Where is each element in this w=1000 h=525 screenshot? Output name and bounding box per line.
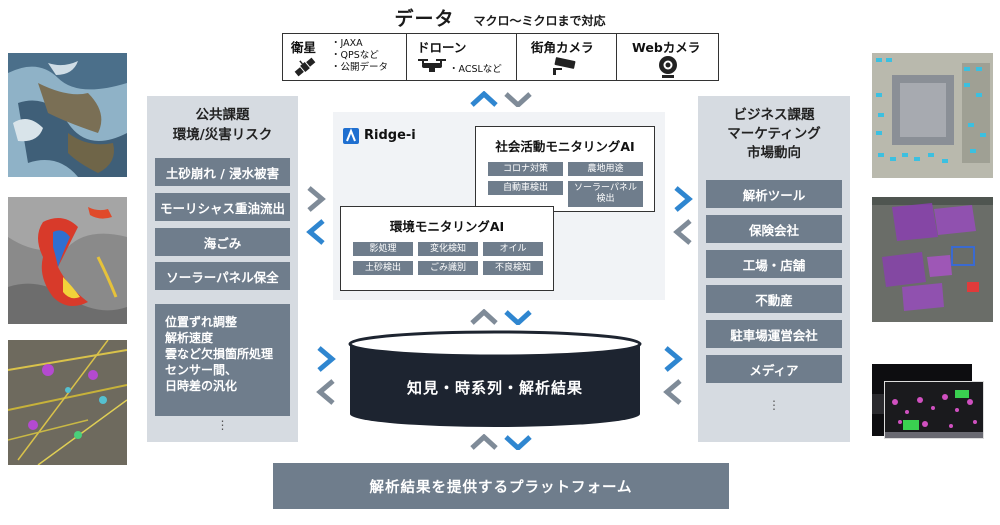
left-panel-title-2: 環境/災害リスク (172, 127, 273, 143)
source-drone-note-1: ・ACSLなど (449, 64, 502, 75)
arrow-right-icon (664, 346, 683, 372)
left-challenges-box: 位置ずれ調整 解析速度 雲など欠損箇所処理 センサー間、 日時差の汎化 (155, 304, 290, 416)
left-challenge-2: 解析速度 (165, 331, 214, 345)
top-exchange-arrows (470, 91, 532, 107)
security-camera-icon (553, 57, 576, 75)
arrow-right-icon (317, 346, 336, 372)
source-satellite-note-1: ・JAXA (331, 38, 363, 49)
left-panel-public-issues: 公共課題 環境/災害リスク 土砂崩れ / 浸水被害 モーリシャス重油流出 海ごみ… (147, 96, 298, 442)
right-panel-business-issues: ビジネス課題 マーケティング 市場動向 解析ツール 保険会社 工場・店舗 不動産… (698, 96, 850, 442)
right-item-insurance: 保険会社 (706, 215, 842, 243)
knowledge-database-icon (348, 330, 642, 427)
source-satellite-note-2: ・QPSなど (331, 50, 379, 61)
bottom-exchange-arrows (470, 434, 532, 450)
right-item-media: メディア (706, 355, 842, 383)
social-ai-title: 社会活動モニタリングAI (495, 139, 635, 154)
left-item-solar-panel: ソーラーパネル保全 (155, 262, 290, 290)
arrow-right-icon (674, 186, 693, 212)
right-panel-title-1: ビジネス課題 (733, 107, 815, 123)
arrow-down-icon (504, 92, 532, 107)
source-satellite-title: 衛星 (291, 40, 317, 55)
arrow-right-icon (307, 186, 326, 212)
data-header: データ マクロ〜ミクロまで対応 (0, 4, 1000, 31)
center-ai-panel: Ridge-i 社会活動モニタリングAI コロナ対策 農地用途 自動車検出 ソー… (333, 112, 665, 300)
env-ai-title: 環境モニタリングAI (389, 219, 505, 234)
source-drone-title: ドローン (417, 40, 467, 55)
right-item-factories-stores: 工場・店舗 (706, 250, 842, 278)
env-tag-defect: 不良検知 (483, 261, 543, 275)
left-image-oil-spill (8, 197, 127, 324)
source-webcam-title: Webカメラ (632, 40, 701, 55)
data-title: データ (394, 8, 455, 30)
left-item-mauritius-oil: モーリシャス重油流出 (155, 193, 290, 221)
right-lower-exchange-arrows (663, 346, 683, 405)
source-street-camera-title: 街角カメラ (531, 40, 594, 55)
ridge-i-logo-icon (343, 128, 359, 144)
left-panel-ellipsis: ⋮ (216, 418, 229, 432)
source-drone: ドローン ・ACSLなど (407, 34, 517, 80)
arrow-left-icon (663, 379, 682, 405)
arrow-up-icon (470, 309, 498, 325)
arrow-down-icon (504, 310, 532, 325)
left-item-marine-debris: 海ごみ (155, 228, 290, 256)
right-image-defect-2 (884, 381, 984, 439)
right-panel-title-2: マーケティング (727, 126, 821, 142)
left-lower-exchange-arrows (316, 346, 336, 405)
social-tag-solar-detection: ソーラーパネル 検出 (568, 181, 643, 207)
left-image-marine-debris (8, 340, 127, 465)
left-challenge-4: センサー間、 (165, 363, 238, 377)
arrow-left-icon (316, 379, 335, 405)
env-tag-oil: オイル (483, 242, 543, 256)
satellite-icon (294, 57, 316, 77)
env-tag-debris: ごみ識別 (418, 261, 478, 275)
left-challenge-3: 雲など欠損箇所処理 (165, 347, 274, 361)
right-item-parking-operators: 駐車場運営会社 (706, 320, 842, 348)
left-image-flood (8, 53, 127, 177)
left-upper-exchange-arrows (306, 186, 326, 245)
right-image-land-use (872, 197, 993, 322)
right-panel-title-3: 市場動向 (747, 145, 801, 161)
source-satellite: 衛星 ・JAXA ・QPSなど ・公開データ (283, 34, 407, 80)
arrow-left-icon (673, 219, 692, 245)
source-satellite-note-3: ・公開データ (331, 62, 389, 73)
env-tag-shadow: 影処理 (353, 242, 413, 256)
env-tag-landslide: 土砂検出 (353, 261, 413, 275)
left-challenge-5: 日時差の汎化 (165, 379, 238, 393)
ridge-i-logo-text: Ridge-i (364, 128, 416, 143)
source-webcam: Webカメラ (617, 34, 717, 80)
social-tag-farmland: 農地用途 (568, 162, 643, 176)
database-label: 知見・時系列・解析結果 (406, 379, 583, 397)
arrow-up-icon (470, 91, 498, 107)
env-tag-change-detection: 変化検知 (418, 242, 478, 256)
left-challenge-1: 位置ずれ調整 (165, 315, 238, 329)
drone-icon (418, 59, 446, 72)
source-street-camera: 街角カメラ (517, 34, 617, 80)
environment-monitoring-ai-box: 環境モニタリングAI 影処理 変化検知 オイル 土砂検出 ごみ識別 不良検知 (340, 206, 554, 291)
arrow-left-icon (306, 219, 325, 245)
analysis-platform-bar: 解析結果を提供するプラットフォーム (273, 463, 729, 509)
right-item-real-estate: 不動産 (706, 285, 842, 313)
right-item-analysis-tools: 解析ツール (706, 180, 842, 208)
right-panel-ellipsis: ⋮ (768, 398, 780, 412)
social-tag-vehicle-detection: 自動車検出 (488, 181, 563, 195)
webcam-icon (659, 56, 677, 78)
mid-exchange-arrows (470, 309, 532, 325)
arrow-up-icon (470, 434, 498, 450)
social-tag-covid: コロナ対策 (488, 162, 563, 176)
data-subtitle: マクロ〜ミクロまで対応 (473, 14, 606, 28)
social-monitoring-ai-box: 社会活動モニタリングAI コロナ対策 農地用途 自動車検出 ソーラーパネル 検出 (475, 126, 655, 212)
left-panel-title-1: 公共課題 (195, 107, 250, 123)
right-upper-exchange-arrows (673, 186, 693, 245)
right-image-parking (872, 53, 993, 178)
left-item-landslide: 土砂崩れ / 浸水被害 (155, 158, 290, 186)
arrow-down-icon (504, 435, 532, 450)
data-sources-box: 衛星 ・JAXA ・QPSなど ・公開データ ドローン ・ACSLなど 街角カメ… (282, 33, 719, 81)
